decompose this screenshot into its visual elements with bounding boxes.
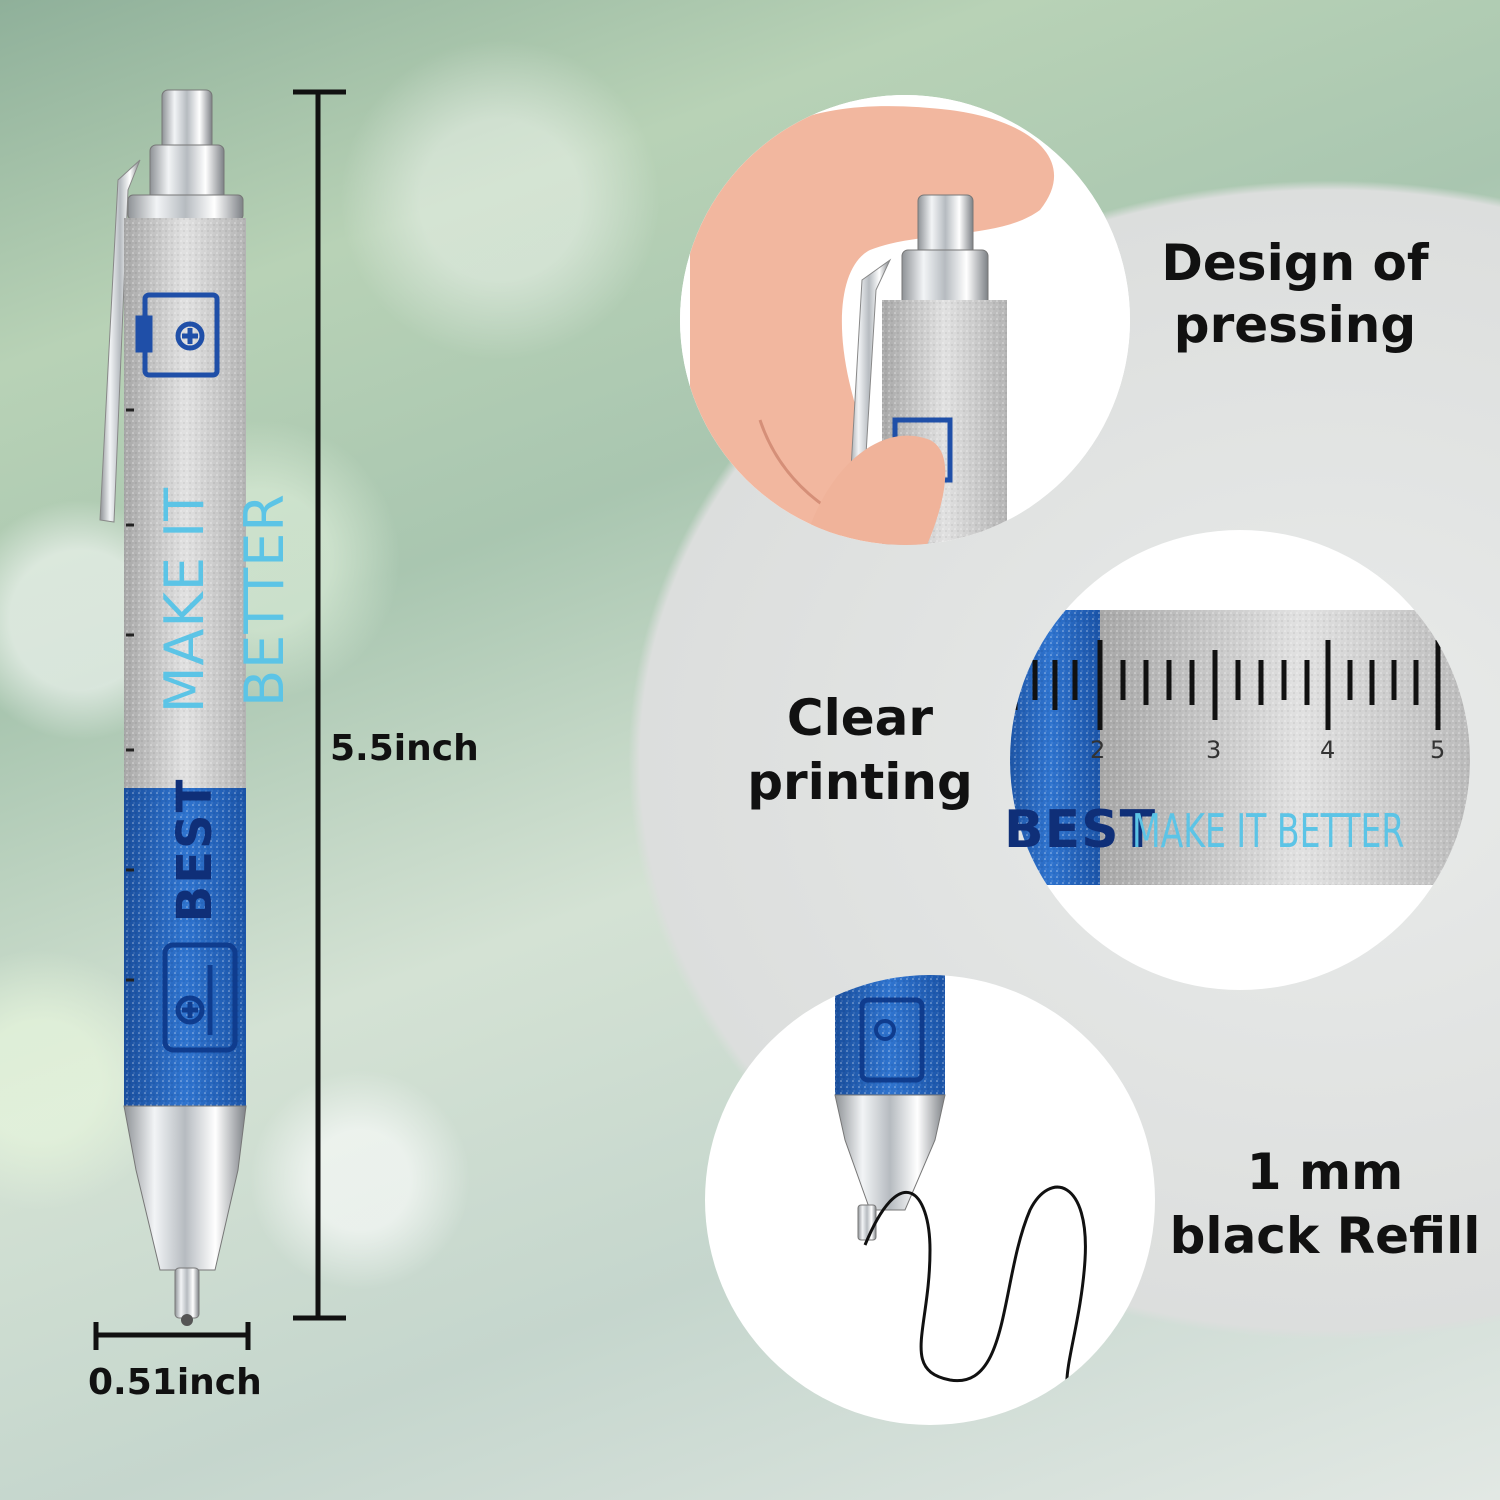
ruler-number-5: 5 xyxy=(1430,736,1446,764)
ruler-number-3: 3 xyxy=(1206,736,1222,764)
length-label: 5.5inch xyxy=(330,728,479,769)
feature-refill-label: 1 mm black Refill xyxy=(1165,1140,1485,1268)
feature-refill-line2: black Refill xyxy=(1169,1207,1481,1265)
feature-pressing-label: Design of pressing xyxy=(1150,232,1440,356)
circle-pressing-detail xyxy=(680,95,1130,545)
feature-pressing-line1: Design of xyxy=(1161,234,1429,292)
feature-printing-line2: printing xyxy=(747,753,973,811)
circle-refill-detail xyxy=(705,975,1155,1425)
feature-refill-line1: 1 mm xyxy=(1246,1143,1404,1201)
length-dimension-line xyxy=(293,89,346,1321)
width-dimension-line xyxy=(93,1322,251,1350)
ruler-number-2: 2 xyxy=(1090,736,1106,764)
circle-printing-detail xyxy=(1010,530,1470,990)
pen-slogan-best: BEST xyxy=(167,777,223,923)
pen-slogan-main: MAKE IT BETTER xyxy=(153,486,296,714)
printing-slogan-best: BEST xyxy=(1004,800,1157,860)
width-label: 0.51inch xyxy=(88,1362,262,1403)
feature-printing-label: Clear printing xyxy=(735,686,985,814)
printing-slogan-main: MAKE IT BETTER xyxy=(1132,804,1405,858)
feature-printing-line1: Clear xyxy=(786,689,934,747)
ruler-number-4: 4 xyxy=(1320,736,1336,764)
feature-pressing-line2: pressing xyxy=(1173,296,1417,354)
pen-main xyxy=(99,89,247,1326)
